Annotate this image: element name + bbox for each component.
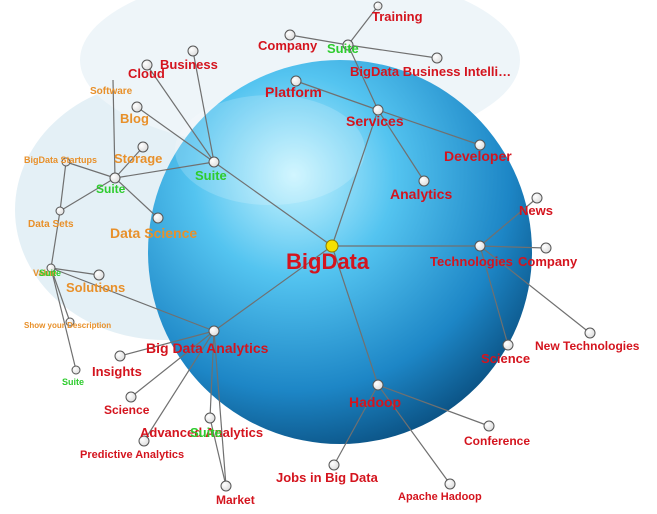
label-company-right[interactable]: Company xyxy=(518,254,578,269)
node-platform[interactable] xyxy=(290,75,302,87)
node-company-right[interactable] xyxy=(540,242,552,254)
node-services[interactable] xyxy=(372,104,384,116)
node-company-top[interactable] xyxy=(284,29,296,41)
node-conference[interactable] xyxy=(483,420,495,432)
label-value[interactable]: Value xyxy=(33,268,57,278)
label-analytics[interactable]: Analytics xyxy=(390,186,452,202)
node-hadoop[interactable] xyxy=(372,379,384,391)
label-solutions[interactable]: Solutions xyxy=(66,280,125,295)
sphere-highlight xyxy=(175,95,365,205)
node-jobs[interactable] xyxy=(328,459,340,471)
node-value[interactable] xyxy=(46,263,56,273)
label-suite-top[interactable]: Suite xyxy=(327,41,359,56)
label-science-right[interactable]: Science xyxy=(481,351,530,366)
node-data-science[interactable] xyxy=(152,212,164,224)
node-developer[interactable] xyxy=(474,139,486,151)
label-storage[interactable]: Storage xyxy=(114,151,162,166)
label-bigdata-startups[interactable]: BigData Startups xyxy=(24,155,97,165)
node-suite-bottom-left[interactable] xyxy=(71,365,81,375)
node-insights[interactable] xyxy=(114,350,126,362)
label-technologies[interactable]: Technologies xyxy=(430,254,513,269)
label-cloud[interactable]: Cloud xyxy=(128,66,165,81)
node-solutions[interactable] xyxy=(93,269,105,281)
node-training[interactable] xyxy=(373,1,383,11)
node-suite-mid[interactable] xyxy=(208,156,220,168)
label-big-data-analytics[interactable]: Big Data Analytics xyxy=(146,340,269,356)
node-apache-hadoop[interactable] xyxy=(444,478,456,490)
label-jobs[interactable]: Jobs in Big Data xyxy=(276,470,379,485)
label-platform[interactable]: Platform xyxy=(265,84,322,100)
node-data-sets[interactable] xyxy=(55,206,65,216)
node-cloud[interactable] xyxy=(141,59,153,71)
node-science-right[interactable] xyxy=(502,339,514,351)
label-bigdata-bi[interactable]: BigData Business Intelli… xyxy=(350,64,511,79)
label-business[interactable]: Business xyxy=(160,57,218,72)
label-predictive-analytics[interactable]: Predictive Analytics xyxy=(80,449,184,461)
connection-lines xyxy=(50,5,591,487)
node-big-data-analytics[interactable] xyxy=(208,325,220,337)
node-bigdata-bi[interactable] xyxy=(431,52,443,64)
node-science-left[interactable] xyxy=(125,391,137,403)
label-data-sets[interactable]: Data Sets xyxy=(28,219,74,230)
bigdata-sphere xyxy=(148,60,532,444)
nodes xyxy=(46,1,596,492)
node-show-description[interactable] xyxy=(65,317,75,327)
node-business[interactable] xyxy=(187,45,199,57)
node-analytics[interactable] xyxy=(418,175,430,187)
node-news[interactable] xyxy=(531,192,543,204)
label-data-science[interactable]: Data Science xyxy=(110,225,197,241)
node-suite-left[interactable] xyxy=(109,172,121,184)
label-suite-left[interactable]: Suite xyxy=(96,182,126,196)
label-show-description[interactable]: Show your Description xyxy=(24,321,111,330)
labels: BigData Training Company Suite BigData B… xyxy=(24,9,640,507)
label-advanced-analytics[interactable]: Advanced Analytics xyxy=(140,425,263,440)
label-apache-hadoop[interactable]: Apache Hadoop xyxy=(398,491,482,503)
label-suite-bottom-left[interactable]: Suite xyxy=(62,377,84,387)
label-news[interactable]: News xyxy=(519,203,553,218)
label-suite-value[interactable]: Suite xyxy=(39,268,61,278)
node-market[interactable] xyxy=(220,480,232,492)
node-center-bigdata[interactable] xyxy=(325,239,339,253)
label-software[interactable]: Software xyxy=(90,86,133,97)
label-developer[interactable]: Developer xyxy=(444,148,512,164)
label-center-bigdata[interactable]: BigData xyxy=(286,249,370,274)
label-science-left[interactable]: Science xyxy=(104,403,150,417)
label-services[interactable]: Services xyxy=(346,113,404,129)
label-hadoop[interactable]: Hadoop xyxy=(349,394,401,410)
node-predictive-analytics[interactable] xyxy=(138,435,150,447)
label-suite-mid[interactable]: Suite xyxy=(195,168,227,183)
node-suite-top[interactable] xyxy=(342,39,354,51)
node-storage[interactable] xyxy=(137,141,149,153)
label-blog[interactable]: Blog xyxy=(120,111,149,126)
label-training[interactable]: Training xyxy=(372,9,423,24)
label-company-top[interactable]: Company xyxy=(258,38,318,53)
label-insights[interactable]: Insights xyxy=(92,364,142,379)
label-new-technologies[interactable]: New Technologies xyxy=(535,339,640,353)
node-new-technologies[interactable] xyxy=(584,327,596,339)
node-technologies[interactable] xyxy=(474,240,486,252)
label-suite-adv[interactable]: Suite xyxy=(190,425,222,440)
label-conference[interactable]: Conference xyxy=(464,434,530,448)
node-advanced-analytics[interactable] xyxy=(204,412,216,424)
label-market[interactable]: Market xyxy=(216,493,255,507)
node-bigdata-startups[interactable] xyxy=(61,157,71,167)
node-blog[interactable] xyxy=(131,101,143,113)
